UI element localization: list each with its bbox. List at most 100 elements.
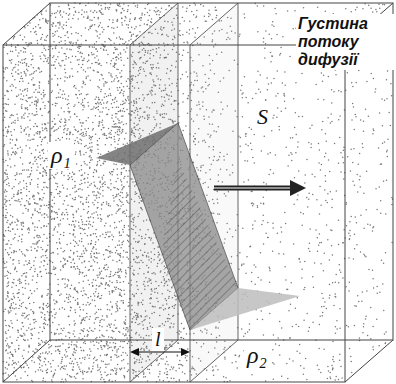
particle — [70, 62, 72, 64]
particle — [23, 339, 25, 341]
particle — [323, 306, 325, 308]
particle — [5, 174, 7, 176]
particle — [61, 378, 63, 380]
particle — [112, 107, 114, 109]
particle — [83, 133, 85, 135]
particle — [281, 327, 283, 329]
particle — [53, 229, 55, 231]
particle — [55, 59, 57, 61]
particle — [93, 54, 95, 56]
particle — [372, 270, 374, 272]
particle — [85, 5, 87, 7]
particle — [33, 319, 35, 321]
particle — [11, 73, 13, 75]
particle — [315, 229, 317, 231]
particle — [104, 371, 106, 373]
particle — [119, 244, 121, 246]
particle — [333, 356, 335, 358]
particle — [81, 67, 83, 69]
particle — [321, 72, 323, 74]
particle — [83, 59, 85, 61]
particle — [98, 309, 100, 311]
particle — [360, 214, 362, 216]
particle — [92, 285, 94, 287]
particle — [97, 86, 99, 88]
particle — [112, 22, 114, 24]
particle — [65, 380, 67, 382]
particle — [114, 98, 116, 100]
particle — [96, 31, 98, 33]
particle — [53, 41, 55, 43]
particle — [123, 231, 125, 233]
particle — [82, 256, 84, 258]
particle — [71, 363, 73, 365]
particle — [325, 200, 327, 202]
particle — [41, 124, 43, 126]
particle — [60, 261, 62, 263]
particle — [77, 141, 79, 143]
particle — [44, 213, 46, 215]
particle — [5, 215, 7, 217]
particle — [63, 235, 65, 237]
particle — [107, 215, 109, 217]
particle — [29, 324, 31, 326]
particle — [323, 99, 325, 101]
particle — [92, 299, 94, 301]
particle — [41, 37, 43, 39]
particle — [64, 300, 66, 302]
particle — [70, 26, 72, 28]
particle — [290, 303, 292, 305]
particle — [276, 117, 278, 119]
particle — [9, 142, 11, 144]
particle — [55, 312, 57, 314]
particle — [74, 323, 76, 325]
particle — [261, 150, 263, 152]
particle — [116, 282, 118, 284]
particle — [87, 297, 89, 299]
particle — [97, 277, 99, 279]
particle — [14, 308, 16, 310]
particle — [98, 103, 100, 105]
particle — [8, 330, 10, 332]
particle — [20, 189, 22, 191]
particle — [94, 57, 96, 59]
particle — [15, 87, 17, 89]
particle — [308, 142, 310, 144]
particle — [362, 143, 364, 145]
particle — [319, 242, 321, 244]
particle — [80, 143, 82, 145]
particle — [384, 141, 386, 143]
particle — [195, 32, 197, 34]
particle — [272, 349, 274, 351]
particle — [21, 251, 23, 253]
particle — [18, 289, 20, 291]
particle — [320, 372, 322, 374]
particle — [155, 11, 157, 13]
particle — [98, 274, 100, 276]
particle — [340, 171, 342, 173]
particle — [339, 137, 341, 139]
particle — [33, 72, 35, 74]
particle — [68, 57, 70, 59]
particle — [83, 104, 85, 106]
particle — [229, 380, 231, 382]
particle — [116, 357, 118, 359]
particle — [178, 333, 180, 335]
particle — [109, 280, 111, 282]
particle — [385, 252, 387, 254]
particle — [277, 232, 279, 234]
particle — [261, 224, 263, 226]
particle — [84, 341, 86, 343]
particle — [126, 200, 128, 202]
particle — [11, 303, 13, 305]
particle — [110, 369, 112, 371]
particle — [60, 78, 62, 80]
particle — [68, 119, 70, 121]
particle — [26, 330, 28, 332]
particle — [208, 16, 210, 18]
particle — [74, 143, 76, 145]
particle — [334, 379, 336, 381]
particle — [107, 348, 109, 350]
particle — [296, 199, 298, 201]
particle — [54, 197, 56, 199]
